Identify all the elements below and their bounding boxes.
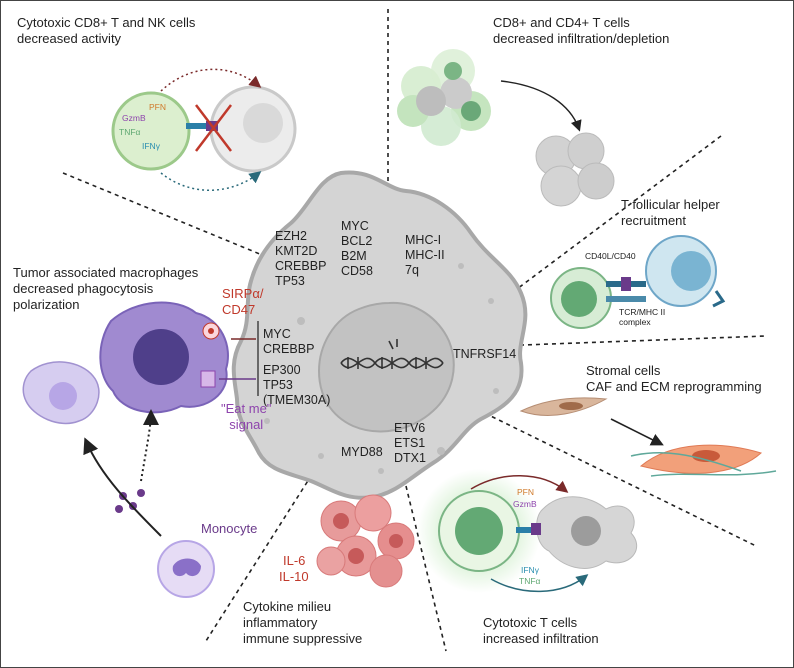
polarized-macrophage <box>22 361 100 425</box>
title-stromal: Stromal cells CAF and ECM reprogramming <box>586 363 762 394</box>
title-cytokine: Cytokine milieu inflammatory immune supp… <box>243 599 363 646</box>
label-sirpa-cd47: SIRPα/ CD47 <box>222 286 264 317</box>
label-ifng-2: IFNγ <box>521 565 539 575</box>
macrophage-cell <box>99 301 259 414</box>
gene-group-1: EZH2 KMT2D CREBBP TP53 <box>275 229 327 288</box>
label-tnfa-2: TNFα <box>519 576 541 586</box>
title-tam: Tumor associated macrophages decreased p… <box>13 265 199 312</box>
depleted-tumor-cluster <box>535 132 615 207</box>
title-t-depletion: CD8+ and CD4+ T cells decreased infiltra… <box>493 15 670 46</box>
label-gzmb-2: GzmB <box>513 499 537 509</box>
tfh-cells <box>550 235 726 329</box>
title-cytotoxic-nk: Cytotoxic CD8+ T and NK cells decreased … <box>17 15 196 46</box>
gene-group-8: ETV6 ETS1 DTX1 <box>394 421 426 465</box>
label-monocyte: Monocyte <box>201 521 258 536</box>
gene-group-5: EP300 TP53 (TMEM30A) <box>263 363 331 407</box>
gene-group-6: TNFRSF14 <box>453 347 517 361</box>
title-cyto-increased: Cytotoxic T cells increased infiltration <box>483 615 599 646</box>
dna-icon <box>340 339 444 369</box>
label-pfn-2: PFN <box>517 487 534 497</box>
cytotoxic-cell-increased <box>417 469 638 593</box>
label-eat-me: "Eat me" signal <box>221 401 272 432</box>
gene-group-4: MYC CREBBP <box>263 327 315 356</box>
cytokine-tumor-cluster <box>316 494 415 588</box>
tumor-speckles <box>264 263 499 474</box>
label-pfn: PFN <box>149 102 166 112</box>
depletion-arrow <box>500 80 582 132</box>
t-cell-cluster <box>397 49 491 146</box>
label-ifng: IFNγ <box>142 141 160 151</box>
cytotoxic-cell-decreased <box>111 68 297 191</box>
label-il10: IL-10 <box>279 569 309 584</box>
monocyte-cell <box>83 409 215 598</box>
title-tfh: T follicular helper recruitment <box>621 197 720 228</box>
stromal-cells <box>519 397 777 477</box>
label-il6: IL-6 <box>283 553 306 568</box>
label-cd40: CD40L/CD40 <box>585 251 636 261</box>
label-tcr: TCR/MHC II complex <box>619 307 666 327</box>
gene-group-2: MYC BCL2 B2M CD58 <box>341 219 373 278</box>
gene-group-7: MYD88 <box>341 445 383 459</box>
gene-group-3: MHC-I MHC-II 7q <box>405 233 445 277</box>
label-tnfa: TNFα <box>119 127 141 137</box>
label-gzmb: GzmB <box>122 113 146 123</box>
